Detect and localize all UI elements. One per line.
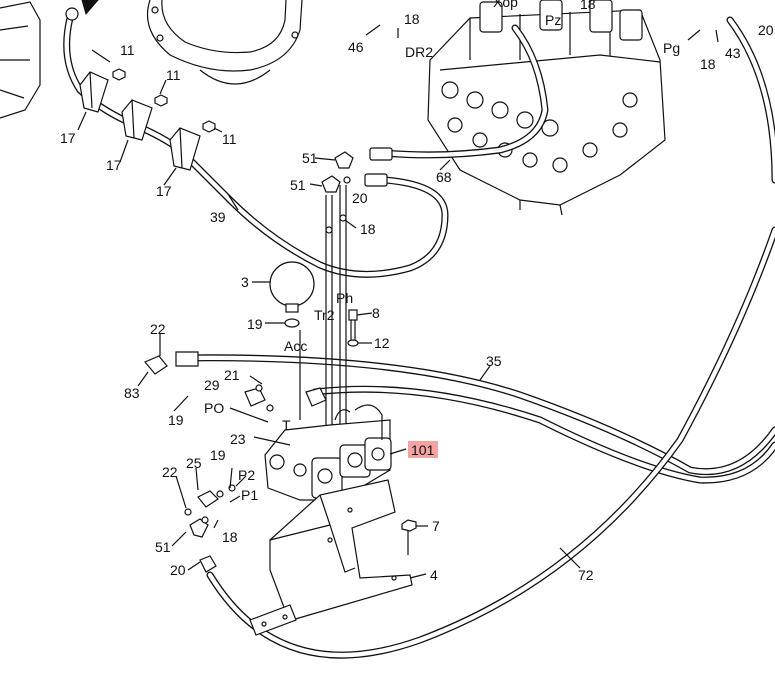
label-19a: 19 — [247, 316, 263, 332]
callout-labels: 11 11 11 17 17 17 39 46 18 DR2 Xop Pz 18… — [60, 0, 774, 583]
fittings-left — [144, 351, 327, 573]
label-18c: 18 — [700, 56, 716, 72]
clamp-17a — [79, 71, 109, 113]
label-p2: P2 — [238, 467, 255, 483]
label-72: 72 — [578, 567, 594, 583]
label-18e: 18 — [222, 529, 238, 545]
label-dr2: DR2 — [405, 44, 433, 60]
label-t: T — [282, 417, 291, 433]
accumulator-3 — [269, 261, 315, 420]
label-51c: 51 — [155, 539, 171, 555]
swing-motor-housing — [0, 0, 303, 119]
label-43: 43 — [725, 45, 741, 61]
label-7: 7 — [432, 518, 440, 534]
label-po: PO — [204, 400, 224, 416]
label-35: 35 — [486, 353, 502, 369]
label-19c: 19 — [210, 447, 226, 463]
pilot-hose-from-valve — [381, 24, 549, 159]
label-11b: 11 — [166, 67, 181, 83]
label-20b: 20 — [352, 190, 368, 206]
solenoid-valve-101 — [264, 404, 392, 501]
label-4: 4 — [430, 567, 438, 583]
label-51b: 51 — [290, 177, 306, 193]
label-ph: Ph — [336, 290, 353, 306]
label-17a: 17 — [60, 130, 76, 146]
bolts-11 — [112, 68, 216, 133]
label-8: 8 — [372, 305, 380, 321]
label-83: 83 — [124, 385, 140, 401]
label-20a: 20 — [758, 22, 774, 38]
label-11a: 11 — [120, 42, 135, 58]
label-19b: 19 — [168, 412, 184, 428]
label-tr2: Tr2 — [314, 307, 335, 323]
bolt-8 — [347, 309, 359, 347]
label-18a: 18 — [404, 11, 420, 27]
label-39: 39 — [210, 209, 226, 225]
label-29: 29 — [204, 377, 220, 393]
label-68: 68 — [436, 169, 452, 185]
label-22b: 22 — [162, 464, 178, 480]
label-21: 21 — [224, 367, 240, 383]
fittings-51-20 — [321, 147, 393, 193]
label-20c: 20 — [170, 562, 186, 578]
label-46: 46 — [348, 39, 364, 55]
label-pz: Pz — [545, 12, 561, 28]
label-101: 101 — [411, 442, 435, 458]
label-25: 25 — [186, 455, 202, 471]
hose-35-72 — [176, 16, 775, 659]
leader-lines — [77, 24, 719, 579]
label-51a: 51 — [302, 150, 318, 166]
label-3: 3 — [241, 274, 249, 290]
label-pg: Pg — [663, 40, 680, 56]
label-acc: Acc — [284, 338, 307, 354]
label-18d: 18 — [360, 221, 376, 237]
label-18b: 18 — [580, 0, 596, 12]
label-22a: 22 — [150, 321, 166, 337]
bracket-4 — [249, 479, 417, 636]
label-23: 23 — [230, 431, 246, 447]
label-17b: 17 — [106, 157, 122, 173]
label-xop: Xop — [493, 0, 518, 10]
highlight-101 — [408, 441, 438, 458]
label-p1: P1 — [241, 487, 258, 503]
clamp-17c — [169, 127, 201, 171]
label-12: 12 — [374, 335, 390, 351]
label-17c: 17 — [156, 183, 172, 199]
clamp-17b — [121, 99, 153, 141]
label-11c: 11 — [222, 131, 237, 147]
